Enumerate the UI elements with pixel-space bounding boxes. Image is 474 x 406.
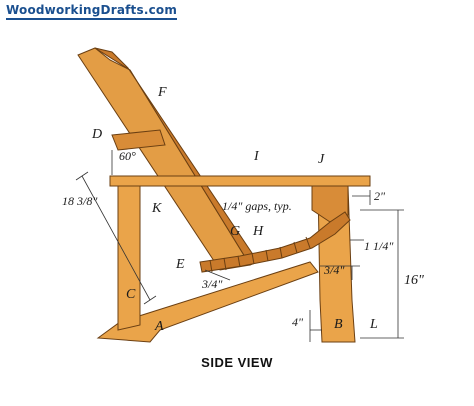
label-d: D [91,127,102,142]
label-g: G [230,224,240,239]
view-caption: SIDE VIEW [201,355,273,370]
brand-logo: WoodworkingDrafts.com [6,3,178,20]
arm-support-dim: 1 1/4" [364,239,394,253]
back-support-d [111,129,166,151]
arm-i [109,175,371,187]
label-h: H [252,224,264,239]
label-c: C [126,287,136,302]
height-dim: 16" [404,273,424,288]
back-length-dim: 18 3/8" [62,194,98,208]
label-a: A [154,319,164,334]
front-leg-c [117,179,141,331]
front-offset-dim: 3/4" [323,263,345,277]
seat-slat-ticks [209,236,311,273]
label-f: F [157,85,167,100]
leg-foot-dim: 4" [292,315,304,329]
seat-offset-dim: 3/4" [201,277,223,291]
arm-overhang-dim: 2" [374,189,386,203]
angle-dim: 60° [119,149,136,163]
label-j: J [318,152,325,167]
label-k: K [151,201,162,216]
label-i: I [253,149,260,164]
label-b: B [334,317,343,332]
label-e: E [175,257,185,272]
dimension-lines [75,150,404,342]
label-l: L [369,317,378,332]
slat-gaps-dim: 1/4" gaps, typ. [222,199,292,213]
back-slats-f [77,47,251,271]
